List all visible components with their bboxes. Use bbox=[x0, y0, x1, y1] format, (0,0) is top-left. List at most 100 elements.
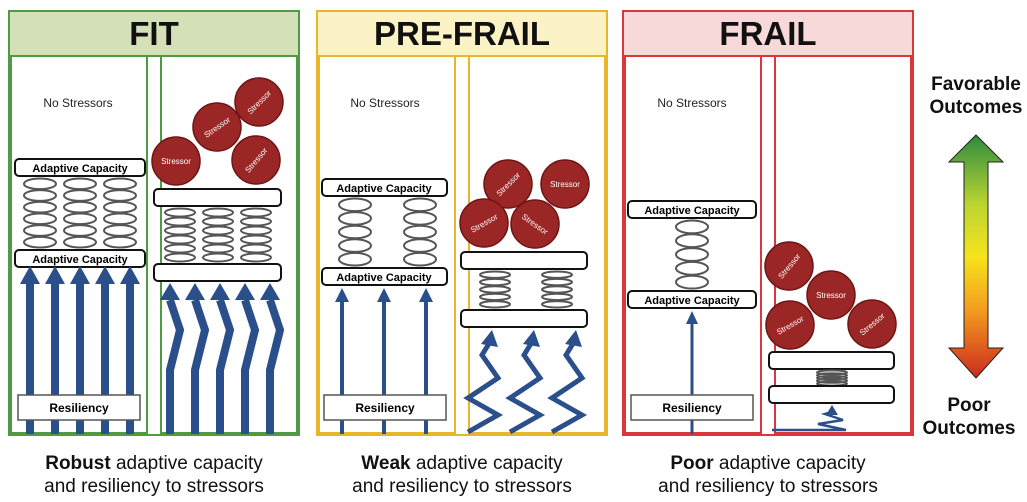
spring-coil bbox=[164, 225, 196, 236]
stressor-ball bbox=[510, 199, 560, 249]
adaptive-capacity-plate bbox=[153, 263, 282, 282]
spring-coil bbox=[103, 212, 137, 226]
stressor-ball bbox=[764, 241, 814, 291]
spring-coil bbox=[403, 238, 437, 253]
spring-coil bbox=[479, 277, 511, 287]
stressor-ball bbox=[765, 300, 815, 350]
caption-line2: and resiliency to stressors bbox=[44, 476, 264, 497]
resiliency-label: Resiliency bbox=[355, 401, 415, 415]
panel-title: FIT bbox=[10, 12, 298, 57]
adaptive-capacity-label: Adaptive Capacity bbox=[32, 254, 128, 266]
adaptive-capacity-plate bbox=[321, 178, 448, 197]
spring-coil bbox=[103, 235, 137, 249]
spring-coil bbox=[164, 207, 196, 218]
spring-coil bbox=[23, 189, 57, 202]
favorable-line2: Outcomes bbox=[929, 97, 1023, 118]
poor-outcomes-label: Poor Outcomes bbox=[914, 394, 1024, 440]
spring-coil bbox=[675, 233, 709, 249]
spring-coil bbox=[403, 251, 437, 267]
adaptive-capacity-plate bbox=[321, 267, 448, 286]
stressor-group: Stressor Stressor Stressor Stressor bbox=[151, 77, 284, 186]
spring-coil bbox=[403, 197, 437, 213]
spring-coil bbox=[63, 200, 97, 214]
adaptive-capacity-label: Adaptive Capacity bbox=[336, 272, 432, 284]
spring-coil bbox=[816, 375, 848, 381]
adaptive-capacity-plate bbox=[153, 188, 282, 207]
spring-coil bbox=[240, 234, 272, 245]
spring-coil bbox=[338, 197, 372, 213]
spring-coil bbox=[63, 212, 97, 226]
spring-coil bbox=[103, 200, 137, 214]
resiliency-box bbox=[323, 394, 447, 421]
spring-coil bbox=[23, 177, 57, 191]
spring-coil bbox=[675, 219, 709, 235]
spring-coil bbox=[164, 252, 196, 263]
resiliency-arrows bbox=[166, 298, 285, 434]
spring-coil bbox=[240, 243, 272, 254]
stressor-label: Stressor bbox=[550, 180, 580, 189]
caption-frail: Poor adaptive capacity and resiliency to… bbox=[618, 452, 918, 498]
spring-coil bbox=[479, 285, 511, 294]
spring-coil bbox=[240, 216, 272, 227]
stressor-ball bbox=[459, 198, 509, 248]
spring-coil bbox=[403, 224, 437, 240]
stressor-group: Stressor Stressor Stressor Stressor bbox=[459, 159, 590, 249]
adaptive-capacity-plate bbox=[460, 251, 588, 270]
spring-coil bbox=[202, 207, 234, 218]
no-stressors-label: No Stressors bbox=[43, 96, 112, 110]
spring-coils bbox=[816, 369, 848, 387]
spring-coil bbox=[816, 377, 848, 384]
favorable-outcomes-label: Favorable Outcomes bbox=[921, 73, 1027, 119]
resiliency-arrows bbox=[463, 340, 588, 435]
stressor-ball bbox=[234, 77, 284, 127]
spring-coils bbox=[338, 197, 372, 267]
spring-coils bbox=[675, 219, 709, 290]
spring-coil bbox=[338, 211, 372, 226]
column-no-stressors bbox=[318, 55, 456, 434]
spring-coil bbox=[541, 292, 573, 302]
spring-coil bbox=[541, 285, 573, 294]
spring-coil bbox=[202, 234, 234, 245]
poor-line2: Outcomes bbox=[922, 418, 1016, 439]
caption-rest: adaptive capacity bbox=[713, 453, 866, 474]
spring-coil bbox=[338, 238, 372, 253]
favorable-line1: Favorable bbox=[931, 74, 1021, 95]
spring-coil bbox=[675, 274, 709, 290]
spring-coil bbox=[63, 177, 97, 191]
spring-coils bbox=[403, 197, 437, 267]
resiliency-arrow bbox=[772, 410, 847, 432]
caption-rest: adaptive capacity bbox=[110, 453, 263, 474]
column-with-stressors bbox=[160, 55, 298, 434]
spring-coil bbox=[202, 243, 234, 254]
adaptive-capacity-plate bbox=[14, 158, 146, 177]
panel-title: PRE-FRAIL bbox=[318, 12, 606, 57]
spring-coil bbox=[23, 235, 57, 249]
spring-coil bbox=[541, 300, 573, 309]
spring-coil bbox=[541, 270, 573, 279]
resiliency-arrowheads bbox=[481, 330, 582, 347]
stressor-ball bbox=[231, 135, 281, 185]
spring-coil bbox=[479, 300, 511, 309]
caption-bold: Robust bbox=[45, 453, 111, 474]
spring-coil bbox=[675, 260, 709, 276]
column-with-stressors bbox=[468, 55, 606, 434]
spring-coil bbox=[103, 177, 137, 191]
spring-coil bbox=[23, 200, 57, 214]
spring-coil bbox=[541, 277, 573, 287]
spring-coil bbox=[675, 247, 709, 262]
caption-rest: adaptive capacity bbox=[410, 453, 563, 474]
stressor-ball bbox=[151, 136, 201, 186]
resiliency-arrowhead bbox=[686, 311, 698, 324]
no-stressors-label: No Stressors bbox=[657, 96, 726, 110]
outcome-scale-arrow bbox=[947, 134, 1005, 379]
spring-coil bbox=[403, 211, 437, 226]
spring-coil bbox=[816, 369, 848, 376]
spring-coils bbox=[103, 177, 137, 249]
spring-coil bbox=[164, 216, 196, 227]
spring-coil bbox=[240, 252, 272, 263]
resiliency-box bbox=[630, 394, 754, 421]
spring-coil bbox=[240, 225, 272, 236]
spring-coil bbox=[63, 189, 97, 202]
no-stressors-label: No Stressors bbox=[350, 96, 419, 110]
